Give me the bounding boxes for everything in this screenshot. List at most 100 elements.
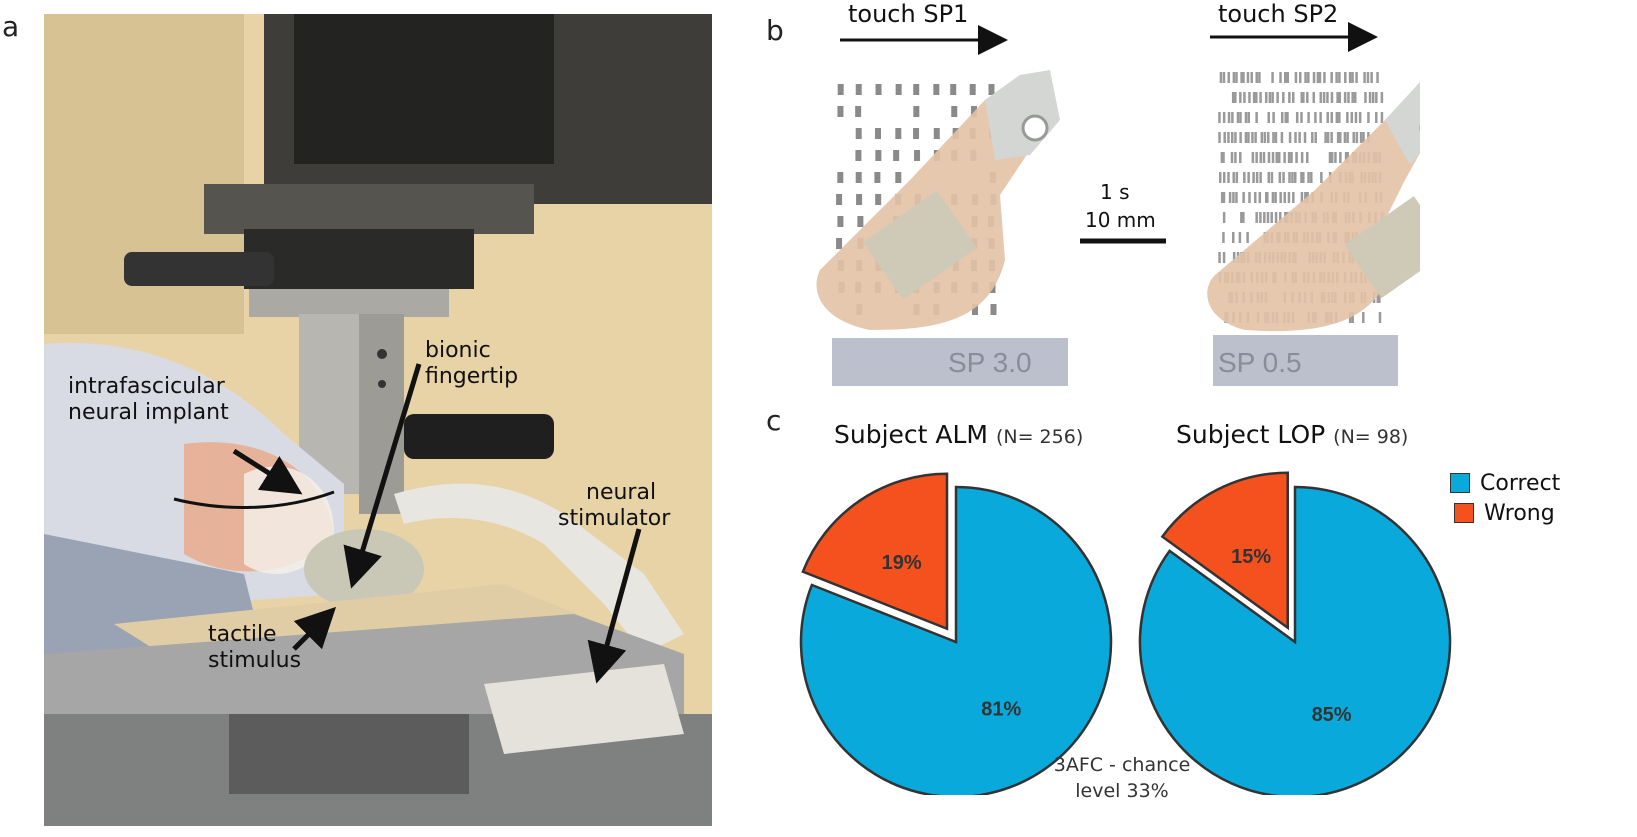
spike-mark <box>836 194 843 205</box>
spike-mark <box>893 150 900 161</box>
spike-mark <box>1326 92 1329 103</box>
spike-mark <box>1279 192 1282 203</box>
spike-mark <box>1271 92 1274 103</box>
spike-mark <box>1278 172 1282 183</box>
spike-mark <box>875 194 882 205</box>
pie-slice-wrong-label: 19% <box>882 552 922 574</box>
spike-mark <box>1292 192 1295 203</box>
spike-mark <box>1287 152 1291 163</box>
spike-mark <box>1351 92 1354 103</box>
spike-mark <box>1359 132 1363 143</box>
spike-mark <box>1238 232 1242 243</box>
spike-mark <box>875 150 882 161</box>
spike-mark <box>1367 112 1370 123</box>
spike-mark <box>1234 92 1237 103</box>
photo-annotation-arrows <box>173 363 642 684</box>
spike-mark <box>1312 92 1315 103</box>
spike-mark <box>1264 92 1268 103</box>
spike-mark <box>1298 132 1301 143</box>
legend-correct-swatch <box>1450 473 1470 493</box>
chance-note-line2: level 33% <box>1075 780 1169 802</box>
pie-title-alm: Subject ALM (N= 256) <box>834 420 1083 449</box>
spike-mark <box>1244 112 1248 123</box>
spike-mark <box>1314 132 1317 143</box>
spike-mark <box>1232 172 1235 183</box>
spike-mark <box>1304 72 1307 83</box>
touch-sp2-label: touch SP2 <box>1218 0 1339 28</box>
panel-letter-b: b <box>766 14 784 47</box>
pie-slice-wrong-label: 15% <box>1231 546 1271 568</box>
spike-mark <box>1266 192 1269 203</box>
spike-mark <box>1362 312 1365 323</box>
spike-mark <box>1242 72 1245 83</box>
spike-mark <box>1306 92 1309 103</box>
spike-mark <box>1336 92 1339 103</box>
spike-mark <box>1355 72 1358 83</box>
spike-mark <box>1274 212 1278 223</box>
spike-mark <box>1316 72 1320 83</box>
scale-length-label: 10 mm <box>1085 208 1156 232</box>
spike-mark <box>1242 192 1245 203</box>
pie-slice-correct-label: 85% <box>1312 704 1352 726</box>
spike-mark <box>1218 252 1221 263</box>
stimulator-label: neural stimulator <box>558 480 670 532</box>
spike-mark <box>1232 192 1235 203</box>
spike-mark <box>1343 92 1347 103</box>
spike-mark <box>1363 72 1366 83</box>
spike-mark <box>1330 92 1334 103</box>
spike-mark <box>895 84 902 95</box>
sp2-surface <box>1213 335 1398 386</box>
spike-mark <box>1364 92 1367 103</box>
spike-mark <box>1326 112 1329 123</box>
spike-mark <box>855 84 862 95</box>
spike-mark <box>855 150 862 161</box>
pie-n-lop: (N= 98) <box>1333 426 1409 448</box>
spike-mark <box>1267 112 1270 123</box>
spike-mark <box>1326 132 1330 143</box>
spike-mark <box>855 106 862 117</box>
spike-mark <box>1339 132 1342 143</box>
spike-mark <box>1276 92 1279 103</box>
spike-mark <box>1311 132 1314 143</box>
spike-mark <box>1288 132 1292 143</box>
spike-mark <box>1352 132 1355 143</box>
spike-mark <box>1258 192 1262 203</box>
spike-mark <box>1250 72 1253 83</box>
sp1-surface <box>832 338 1068 386</box>
panel-letter-c: c <box>766 404 782 437</box>
pie-slice-wrong <box>801 472 949 631</box>
spike-mark <box>1242 212 1245 223</box>
spike-mark <box>1307 72 1310 83</box>
spike-mark <box>1266 212 1270 223</box>
spike-mark <box>1295 152 1298 163</box>
spike-mark <box>1300 192 1304 203</box>
spike-mark <box>1287 192 1291 203</box>
spike-mark <box>1280 132 1284 143</box>
setup-photo <box>44 14 712 826</box>
sp2-surface-label: SP 0.5 <box>1218 347 1302 378</box>
spike-mark <box>1232 252 1236 263</box>
spike-mark <box>1222 172 1226 183</box>
spike-mark <box>1335 112 1339 123</box>
spike-mark <box>1240 212 1243 223</box>
spike-mark <box>1376 72 1379 83</box>
implant-label-line2: neural implant <box>68 400 229 425</box>
spike-mark <box>1338 112 1341 123</box>
spike-mark <box>1271 192 1275 203</box>
spike-mark <box>1358 112 1362 123</box>
spike-mark <box>1335 72 1338 83</box>
spike-mark <box>1290 152 1293 163</box>
spike-mark <box>837 84 844 95</box>
pie-slice-correct <box>799 485 1113 795</box>
spike-mark <box>1306 152 1309 163</box>
pie-title-alm-text: Subject ALM <box>834 420 989 449</box>
spike-mark <box>856 194 863 205</box>
spike-mark <box>1246 72 1250 83</box>
spike-mark <box>1255 92 1258 103</box>
spike-mark <box>1338 92 1341 103</box>
stimulus-label: tactile stimulus <box>208 622 301 674</box>
spike-mark <box>1255 152 1258 163</box>
stimulator-label-line2: stimulator <box>558 506 671 531</box>
legend-wrong: Wrong <box>1450 498 1560 528</box>
spike-mark <box>1380 92 1384 103</box>
